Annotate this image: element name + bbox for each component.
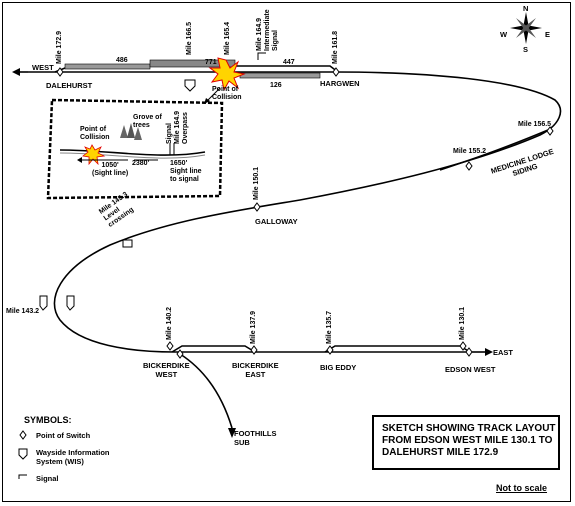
- signal-icon: [257, 52, 266, 60]
- milepost-130-1: Mile 130.1: [459, 306, 466, 340]
- train-126-label: 126: [270, 82, 282, 89]
- legend-switch-icon: [19, 430, 27, 440]
- inset-1050-label: 1050' (Sight line): [92, 162, 129, 177]
- compass-rose: N S E W: [500, 4, 550, 54]
- legend-wis-icon: [18, 448, 28, 460]
- inset-collision-icon: [82, 144, 106, 166]
- milepost-145-3: Mile 145.3 Level crossing: [98, 191, 136, 229]
- wis-icon: [184, 79, 196, 92]
- scale-note: Not to scale: [496, 483, 548, 493]
- bickerdike-east-label: BICKERDIKE EAST: [232, 361, 279, 379]
- title-box: SKETCH SHOWING TRACK LAYOUT FROM EDSON W…: [372, 415, 560, 470]
- inset-2380-label: 2380': [132, 160, 150, 167]
- legend-wis-label: Wayside Information System (WIS): [36, 448, 110, 466]
- milepost-143-2: Mile 143.2: [6, 308, 40, 315]
- inset-grove-label: Grove of trees: [133, 114, 162, 129]
- edson-west-label: EDSON WEST: [445, 365, 496, 374]
- inset-track: [59, 149, 206, 156]
- inset-collision-label: Point of Collision: [80, 126, 110, 141]
- inset-signal-label: Signal Mile 164.9 Overpass: [166, 110, 189, 144]
- milepost-150-1: Mile 150.1: [253, 166, 260, 200]
- collision-label: Point of Collision: [212, 86, 242, 101]
- big-eddy-label: BIG EDDY: [320, 363, 356, 372]
- legend: SYMBOLS: Point of Switch Wayside Informa…: [14, 413, 214, 493]
- bickerdike-west-label: BICKERDIKE WEST: [143, 361, 190, 379]
- compass-east: E: [545, 30, 550, 39]
- overpass-icon: [169, 143, 175, 155]
- train-486-label: 486: [116, 57, 128, 64]
- foothills-branch: [179, 353, 233, 429]
- train-447-label: 447: [283, 59, 295, 66]
- diagram-title: SKETCH SHOWING TRACK LAYOUT FROM EDSON W…: [382, 423, 556, 458]
- legend-signal-label: Signal: [36, 474, 59, 483]
- train-771: [149, 59, 236, 68]
- milepost-165-4: Mile 165.4: [224, 21, 231, 55]
- milepost-140-2: Mile 140.2: [166, 306, 173, 340]
- inset-1650-label: 1650' Sight line to signal: [170, 160, 202, 183]
- level-crossing-icon: [122, 239, 133, 248]
- west-label: WEST: [32, 63, 54, 72]
- compass-south: S: [523, 45, 528, 54]
- legend-switch-label: Point of Switch: [36, 431, 91, 440]
- legend-signal-icon: [18, 474, 27, 479]
- trees-icon: [120, 123, 142, 140]
- milepost-137-9: Mile 137.9: [250, 310, 257, 344]
- wis-icon: [39, 295, 48, 311]
- legend-icons: [18, 430, 28, 479]
- main-track: [28, 71, 562, 353]
- milepost-166-5: Mile 166.5: [186, 21, 193, 55]
- galloway-label: GALLOWAY: [255, 217, 298, 226]
- milepost-155-2: Mile 155.2: [453, 148, 487, 155]
- milepost-161-8: Mile 161.8: [332, 30, 339, 64]
- dalehurst-label: DALEHURST: [46, 81, 93, 90]
- wis-icon: [66, 295, 75, 311]
- milepost-164-9: Mile 164.9 Intermediate Signal: [256, 9, 279, 51]
- collision-burst-icon: [208, 57, 246, 92]
- west-arrow-icon: [12, 68, 20, 76]
- foothills-sub-label: FOOTHILLS SUB: [234, 429, 277, 447]
- train-771-label: 771: [205, 59, 217, 66]
- east-label: EAST: [493, 348, 513, 357]
- milepost-156-5: Mile 156.5: [518, 121, 552, 128]
- milepost-172-9: Mile 172.9: [56, 30, 63, 64]
- milepost-135-7: Mile 135.7: [326, 310, 333, 344]
- legend-title: SYMBOLS:: [24, 415, 72, 425]
- medicine-lodge-siding: [439, 129, 549, 171]
- compass-north: N: [523, 4, 528, 13]
- medicine-lodge-siding-label: MEDICINE LODGE SIDING: [489, 146, 555, 178]
- hargwen-label: HARGWEN: [320, 79, 360, 88]
- switch-icons: [56, 67, 554, 359]
- compass-west: W: [500, 30, 508, 39]
